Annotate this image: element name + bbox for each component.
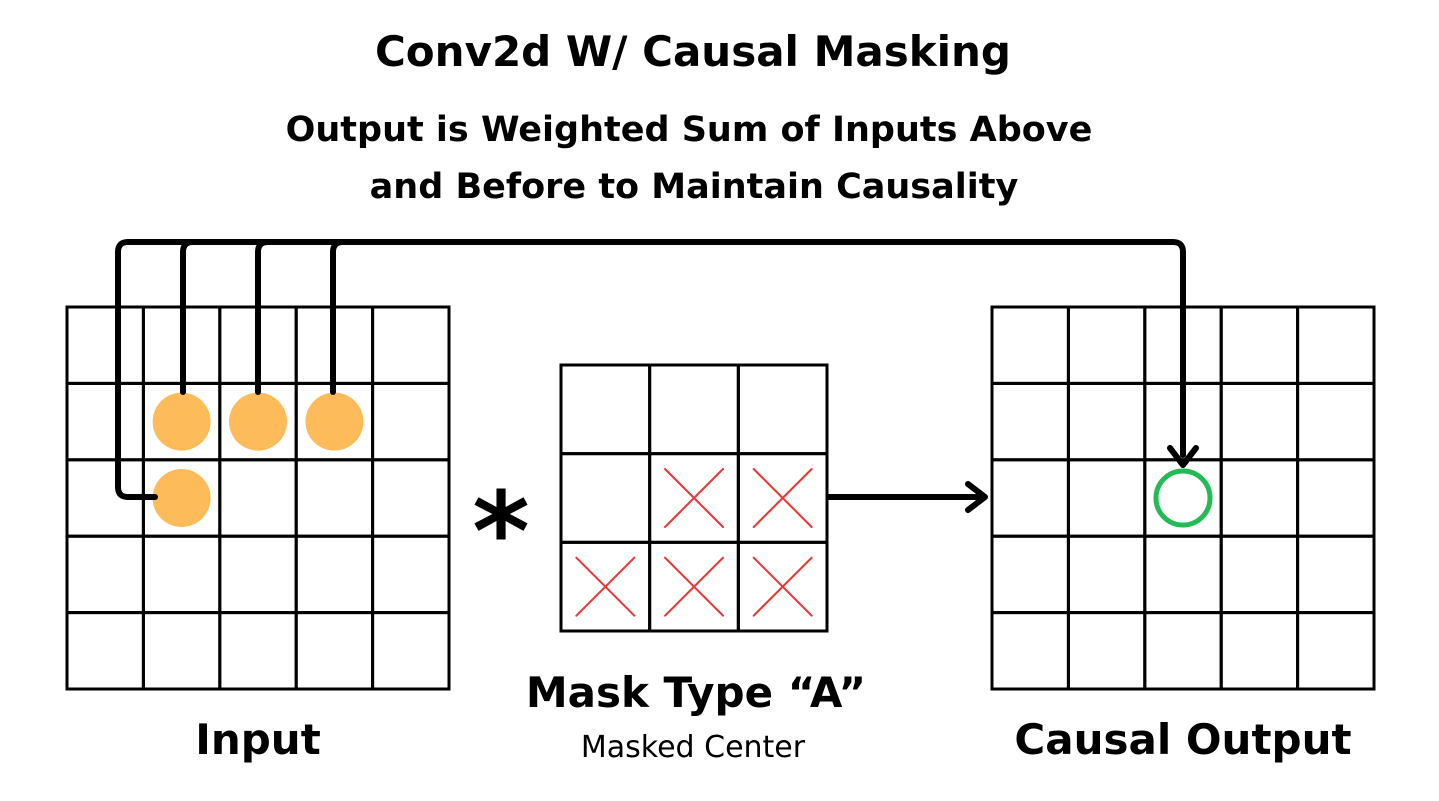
output-cell-r1-c1: [1066, 381, 1147, 462]
mask-caption: Masked Center: [581, 730, 806, 765]
output-cell-r3-c0: [990, 534, 1070, 615]
input-label: Input: [195, 715, 321, 764]
convolution-operator: *: [472, 468, 530, 596]
output-cell-r0-c0: [990, 305, 1070, 385]
mask-cross-2: [752, 468, 813, 528]
output-cell-r2-c0: [990, 458, 1070, 538]
connector-arrowhead: [1167, 445, 1199, 468]
output-cell-r3-c4: [1296, 534, 1376, 615]
connector-line-2: [255, 239, 271, 395]
input-dot-1: [152, 392, 211, 451]
output-target-cell: [1153, 468, 1213, 528]
mask-cell-r0-c0: [559, 363, 652, 456]
connector-line-left: [115, 239, 1186, 500]
mask-cell-r2-c2: [736, 540, 829, 633]
input-cell-r1-c4: [371, 381, 451, 462]
input-cell-r1-c0: [65, 381, 145, 462]
output-cell-r3-c1: [1066, 534, 1147, 615]
mask-cell-r1-c0: [559, 452, 652, 544]
input-cell-r4-c0: [65, 611, 145, 691]
output-cell-r2-c3: [1219, 458, 1300, 538]
output-cell-r1-c3: [1219, 381, 1300, 462]
output-cell-r0-c3: [1219, 305, 1300, 385]
output-cell-r3-c2: [1143, 534, 1223, 615]
input-cell-r3-c2: [218, 534, 298, 615]
input-dot-2: [229, 392, 287, 451]
output-cell-r4-c0: [990, 611, 1070, 691]
input-cell-r3-c4: [371, 534, 451, 615]
output-cell-r2-c4: [1296, 458, 1376, 538]
output-cell-r4-c1: [1066, 611, 1147, 691]
mask-crosses: [575, 468, 813, 617]
causal-connectors: [115, 239, 1199, 500]
output-cell-r2-c1: [1066, 458, 1147, 538]
mask-to-output-arrow: [826, 481, 988, 513]
mask-cross-3: [575, 556, 636, 617]
mask-cross-4: [664, 556, 724, 617]
mask-cell-r0-c2: [736, 363, 829, 456]
input-cell-r2-c3: [294, 458, 375, 538]
output-cell-r4-c2: [1143, 611, 1223, 691]
output-grid: [990, 305, 1376, 691]
input-cell-r3-c0: [65, 534, 145, 615]
output-cell-r3-c3: [1219, 534, 1300, 615]
subtitle-line-1: Output is Weighted Sum of Inputs Above: [286, 110, 1093, 150]
output-cell-r4-c4: [1296, 611, 1376, 691]
output-label: Causal Output: [1014, 715, 1351, 764]
input-cell-r4-c1: [141, 611, 222, 691]
output-cell-r4-c3: [1219, 611, 1300, 691]
connector-line-1: [180, 239, 196, 395]
input-dot-4: [152, 469, 211, 527]
mask-cross-1: [664, 468, 724, 528]
input-cell-r4-c3: [294, 611, 375, 691]
subtitle-line-2: and Before to Maintain Causality: [370, 167, 1019, 207]
output-cell-r1-c0: [990, 381, 1070, 462]
input-cell-r2-c4: [371, 458, 451, 538]
input-cell-r3-c1: [141, 534, 222, 615]
mask-cell-r0-c1: [648, 363, 740, 456]
output-cell-r1-c4: [1296, 381, 1376, 462]
input-highlighted-cells: [152, 392, 364, 527]
input-cell-r4-c2: [218, 611, 298, 691]
input-cell-r3-c3: [294, 534, 375, 615]
connector-line-3: [330, 239, 346, 395]
output-cell-r0-c4: [1296, 305, 1376, 385]
input-dot-3: [305, 392, 364, 451]
input-cell-r2-c2: [218, 458, 298, 538]
input-cell-r4-c4: [371, 611, 451, 691]
mask-label: Mask Type “A”: [526, 668, 866, 717]
arrow-head: [965, 481, 988, 513]
input-cell-r0-c4: [371, 305, 451, 385]
mask-cross-5: [752, 556, 813, 617]
input-cell-r0-c0: [65, 305, 145, 385]
output-cell-r0-c1: [1066, 305, 1147, 385]
diagram-title: Conv2d W/ Causal Masking: [375, 27, 1011, 76]
